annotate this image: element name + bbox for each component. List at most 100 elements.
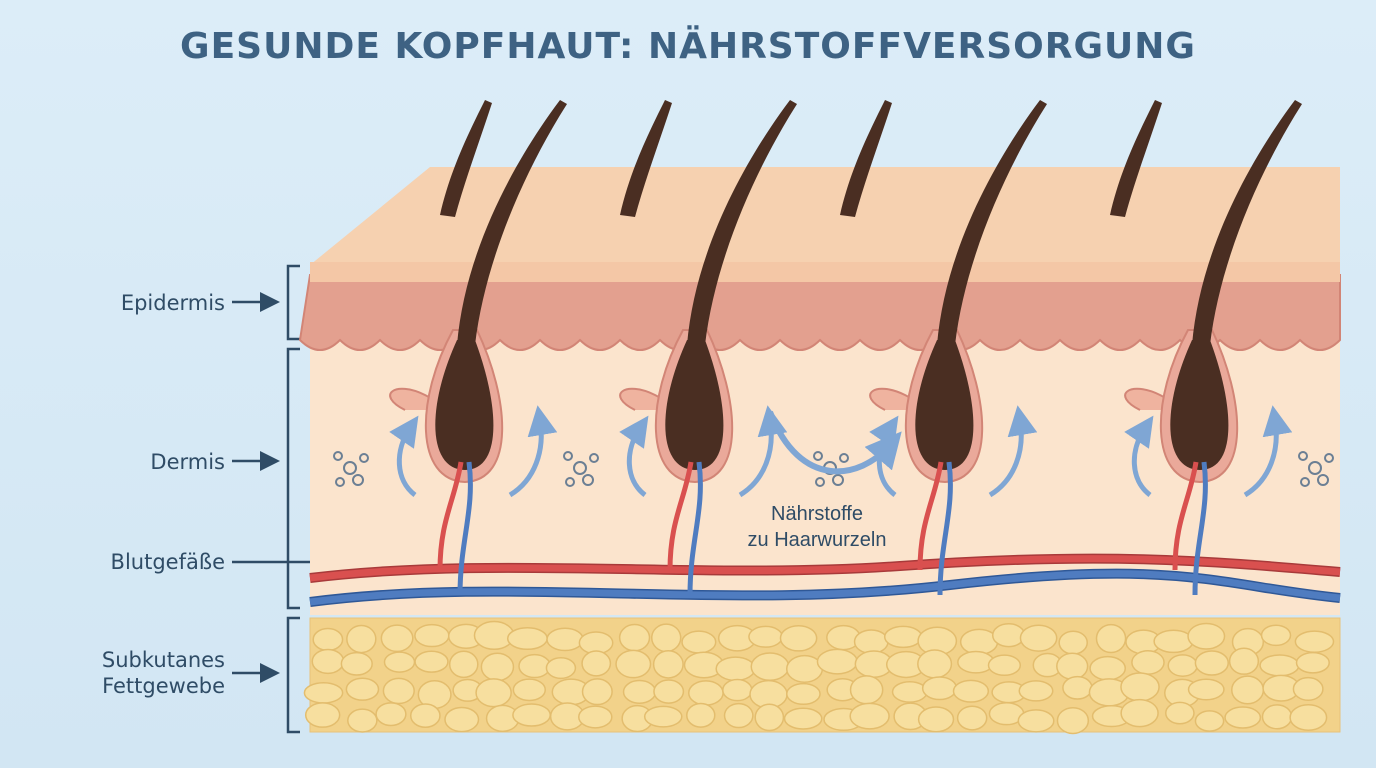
- fat-cell: [581, 678, 613, 706]
- fat-cell: [414, 650, 449, 673]
- annotation-line2: zu Haarwurzeln: [748, 529, 887, 551]
- fat-cell: [652, 650, 684, 679]
- fat-cell: [444, 706, 480, 733]
- fat-cell: [475, 678, 512, 708]
- nutrient-particle: [343, 461, 357, 475]
- annotation-line1: Nährstoffe: [771, 503, 863, 525]
- nutrient-particle: [582, 474, 594, 486]
- nutrient-particle: [573, 461, 587, 475]
- fat-cell: [448, 650, 479, 679]
- fat-cell: [1167, 654, 1198, 677]
- fat-cell: [1289, 703, 1328, 732]
- fat-cell: [1261, 704, 1293, 730]
- hair-shaft: [457, 100, 567, 345]
- fat-cell: [546, 627, 584, 652]
- fat-cell: [581, 650, 612, 677]
- capillary-vein: [1192, 461, 1208, 596]
- fat-cell: [849, 675, 884, 705]
- fat-cell: [952, 679, 990, 703]
- fat-cell: [959, 628, 999, 656]
- fat-cell: [750, 652, 790, 682]
- nutrient-particle: [1300, 477, 1310, 487]
- fat-cell: [1131, 650, 1165, 675]
- fat-cell: [681, 630, 717, 654]
- fat-cell: [1056, 706, 1090, 735]
- hair-follicle: [563, 100, 797, 596]
- capillary-vein: [937, 461, 953, 596]
- hair-bulb: [915, 340, 974, 470]
- fat-cell: [643, 705, 683, 728]
- fat-cell: [1228, 647, 1260, 675]
- nutrient-particle: [1324, 453, 1334, 463]
- fat-cell: [1259, 654, 1300, 677]
- capillary-artery: [1172, 461, 1199, 571]
- fat-cell: [991, 623, 1026, 648]
- fat-cell: [1095, 623, 1127, 654]
- fat-cells: [303, 620, 1335, 735]
- fat-cell: [346, 624, 377, 654]
- short-hair: [840, 100, 892, 217]
- label-dermis: Dermis: [150, 450, 225, 474]
- short-hair: [440, 100, 492, 217]
- nutrient-particle: [1317, 474, 1329, 486]
- follicles: [333, 100, 1334, 596]
- hair-bulb: [1170, 340, 1229, 470]
- fat-cell: [987, 654, 1022, 677]
- fat-cell: [891, 680, 928, 703]
- nutrient-arrow: [508, 405, 558, 498]
- fat-cell: [1089, 655, 1127, 681]
- fat-cell: [382, 677, 415, 705]
- fat-cell: [1018, 680, 1054, 702]
- fat-cell: [518, 653, 551, 679]
- fat-cell: [1231, 675, 1265, 705]
- bracket-epidermis: [286, 264, 300, 341]
- fat-cell: [545, 657, 577, 680]
- nutrient-particle: [563, 451, 573, 461]
- nutrient-particle: [333, 451, 343, 461]
- nutrient-particle: [813, 451, 823, 461]
- fat-cell: [650, 623, 682, 653]
- fat-cell: [380, 624, 414, 653]
- nutrient-arrow: [1243, 405, 1293, 498]
- capillary-artery: [917, 461, 944, 571]
- nutrient-arrow: [1124, 415, 1154, 497]
- fat-cell: [480, 652, 515, 682]
- fat-cell: [1019, 624, 1058, 652]
- nutrient-particle: [359, 453, 369, 463]
- nutrient-particle: [335, 477, 345, 487]
- label-epidermis: Epidermis: [120, 291, 225, 315]
- fat-cell: [1187, 622, 1226, 650]
- fat-cell: [715, 656, 756, 682]
- fat-cell: [849, 702, 890, 730]
- fat-cell: [1260, 624, 1292, 647]
- fat-cell: [754, 703, 785, 732]
- nutrient-arrow: [988, 405, 1038, 498]
- fat-cell: [1194, 710, 1225, 732]
- capillary-artery: [667, 461, 694, 571]
- label-pointers: [232, 264, 370, 734]
- fat-cell: [917, 649, 953, 679]
- fat-cell: [1295, 651, 1330, 674]
- fat-cell: [340, 651, 373, 676]
- label-fat-line2: Fettgewebe: [102, 674, 225, 698]
- fat-cell: [653, 679, 685, 704]
- fat-cell: [1164, 701, 1195, 725]
- fat-cell: [622, 679, 657, 704]
- fat-cell: [311, 648, 345, 675]
- label-blood-vessels: Blutgefäße: [110, 550, 225, 574]
- fat-cell: [1062, 675, 1093, 700]
- fat-cell: [853, 629, 889, 655]
- fat-cell: [1194, 650, 1229, 676]
- fat-cell: [383, 651, 416, 673]
- fat-cell: [686, 702, 716, 728]
- page-title: GESUNDE KOPFHAUT: NÄHRSTOFFVERSORGUNG: [180, 26, 1196, 67]
- fat-cell: [512, 678, 546, 702]
- label-fat-line1: Subkutanes: [101, 648, 225, 672]
- nutrient-particle: [839, 453, 849, 463]
- hair-bulb: [665, 340, 724, 470]
- capillary-vein: [457, 461, 473, 596]
- fat-cell: [615, 649, 652, 679]
- fat-cell: [1017, 709, 1055, 733]
